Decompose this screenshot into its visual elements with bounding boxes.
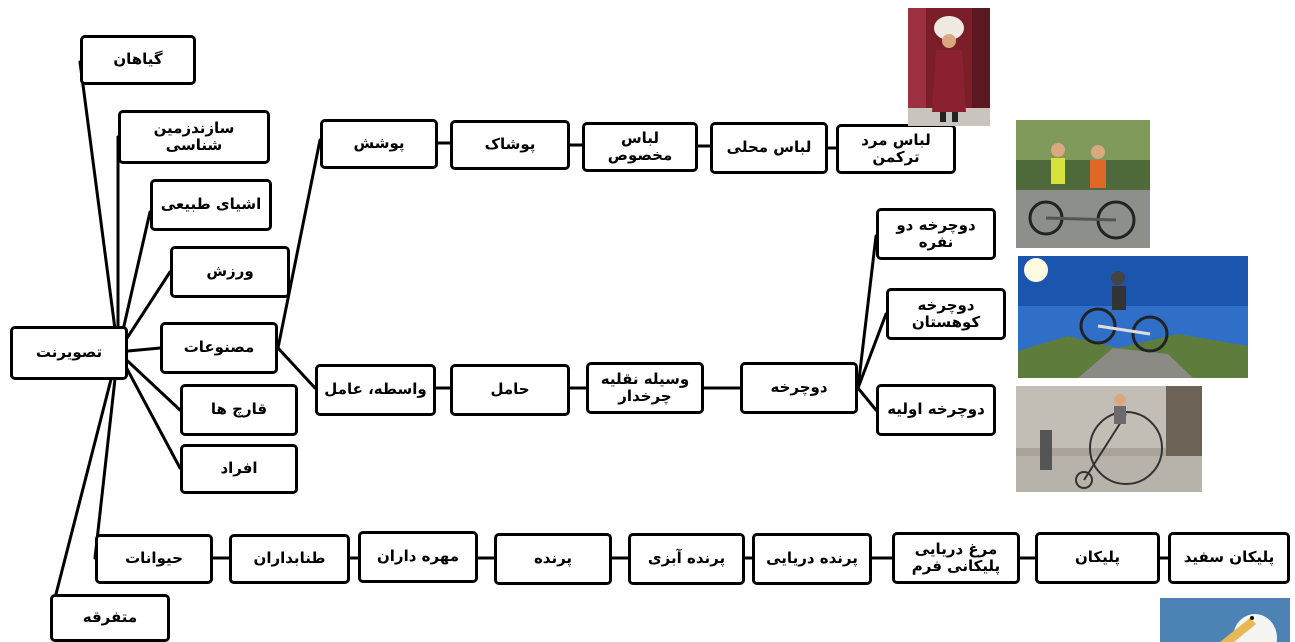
penny-farthing-photo [1016,386,1202,492]
node-chordates[interactable]: طنابداران [229,534,350,584]
turkmen-man-photo [908,8,990,126]
category-miscellaneous[interactable]: متفرقه [50,594,170,642]
mountain-bike-photo [1018,256,1248,378]
node-aquatic-bird[interactable]: پرنده آبزی [628,533,745,585]
node-local-clothing[interactable]: لباس محلی [710,122,828,174]
node-bicycle[interactable]: دوچرخه [740,362,858,414]
node-mountain-bike[interactable]: دوچرخه کوهستان [886,288,1006,340]
node-turkmen-mens-clothing[interactable]: لباس مرد ترکمن [836,124,956,174]
category-geology[interactable]: سازندزمین شناسی [118,110,270,164]
node-agent[interactable]: واسطه، عامل [315,364,436,416]
root-node[interactable]: تصویرنت [10,326,128,380]
node-pelecaniform[interactable]: مرغ دریایی پلیکانی فرم [892,532,1020,584]
node-white-pelican[interactable]: پلیکان سفید [1168,532,1290,584]
node-vertebrates[interactable]: مهره داران [358,531,478,583]
category-fungi[interactable]: قارچ ها [180,384,298,436]
node-early-bicycle[interactable]: دوچرخه اولیه [876,384,996,436]
node-seabird[interactable]: پرنده دریایی [752,533,872,585]
node-pelican[interactable]: پلیکان [1035,532,1160,584]
node-apparel[interactable]: پوشاک [450,120,570,170]
node-covering[interactable]: پوشش [320,119,438,169]
category-artifacts[interactable]: مصنوعات [160,322,278,374]
tandem-bicycle-photo [1016,120,1150,248]
category-natural-objects[interactable]: اشیای طبیعی [150,179,272,231]
node-tandem-bicycle[interactable]: دوچرخه دو نفره [876,208,996,260]
node-special-clothing[interactable]: لباس مخصوص [582,122,698,172]
white-pelican-photo [1160,598,1290,642]
node-bird[interactable]: پرنده [494,533,612,585]
node-wheeled-vehicle[interactable]: وسیله نقلیه چرخدار [586,362,704,414]
category-sport[interactable]: ورزش [170,246,290,298]
node-animals[interactable]: حیوانات [95,534,213,584]
node-carrier[interactable]: حامل [450,364,570,416]
category-plants[interactable]: گیاهان [80,35,196,85]
category-people[interactable]: افراد [180,444,298,494]
